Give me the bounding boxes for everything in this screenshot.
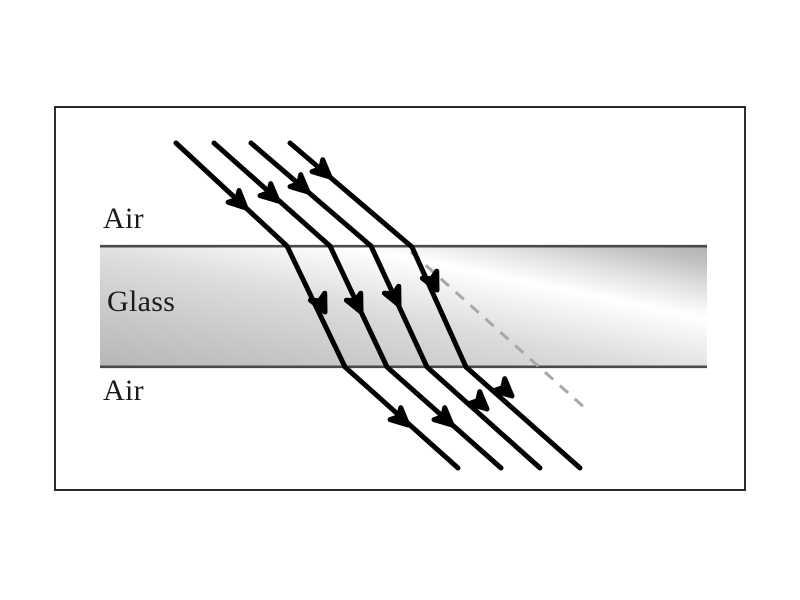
light-ray-1: [173, 140, 461, 471]
light-ray-2: [211, 140, 504, 471]
label-glass: Glass: [107, 285, 175, 318]
light-rays: [173, 140, 583, 471]
light-ray-4: [287, 140, 583, 471]
label-air-bottom: Air: [103, 374, 144, 407]
light-ray-3: [248, 140, 543, 471]
glass-slab: [100, 244, 707, 369]
label-air-top: Air: [103, 202, 144, 235]
glass-slab-fill: [100, 245, 707, 368]
ray-4-path: [287, 140, 583, 471]
